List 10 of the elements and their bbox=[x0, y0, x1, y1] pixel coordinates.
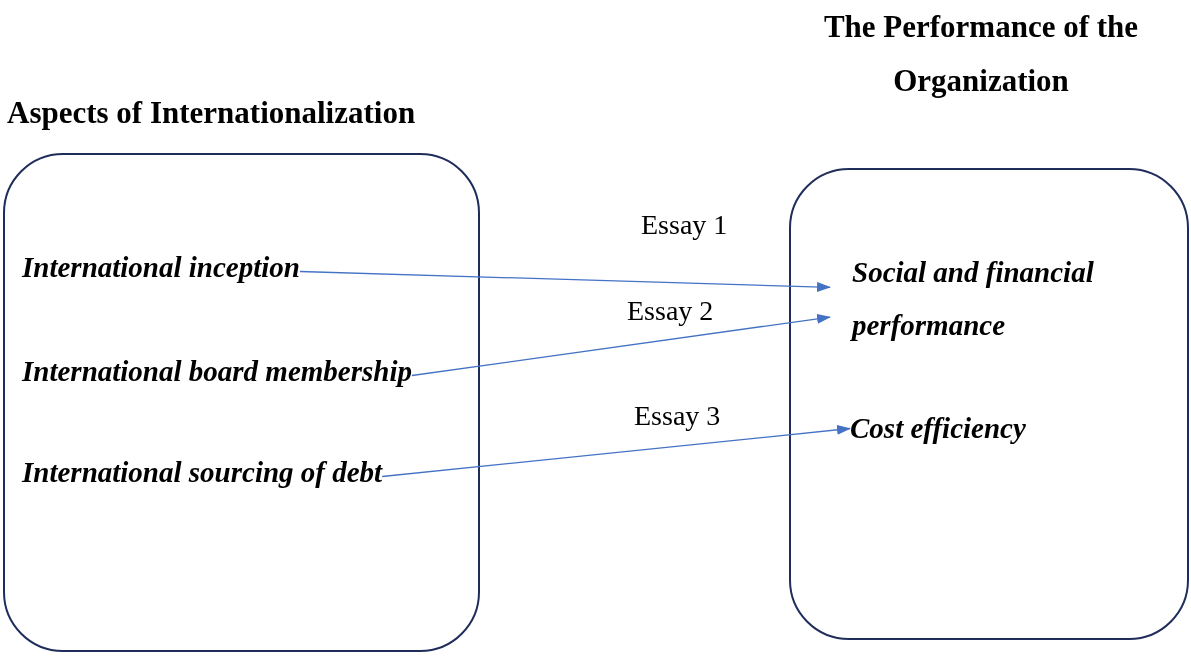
factor-text: Social and financial performance bbox=[830, 246, 1160, 352]
arrow bbox=[299, 270, 831, 292]
arrow bbox=[411, 313, 831, 377]
factor-text: International board membership bbox=[22, 345, 412, 398]
arrow bbox=[381, 424, 851, 478]
factor-text: International sourcing of debt bbox=[22, 446, 383, 499]
box-heading: The Performance of the Organization bbox=[822, 8, 1140, 100]
box-heading: Aspects of Internationalization bbox=[7, 94, 416, 132]
factor-text: International inception bbox=[22, 241, 300, 294]
factor-text: Cost efficiency bbox=[850, 402, 1026, 455]
